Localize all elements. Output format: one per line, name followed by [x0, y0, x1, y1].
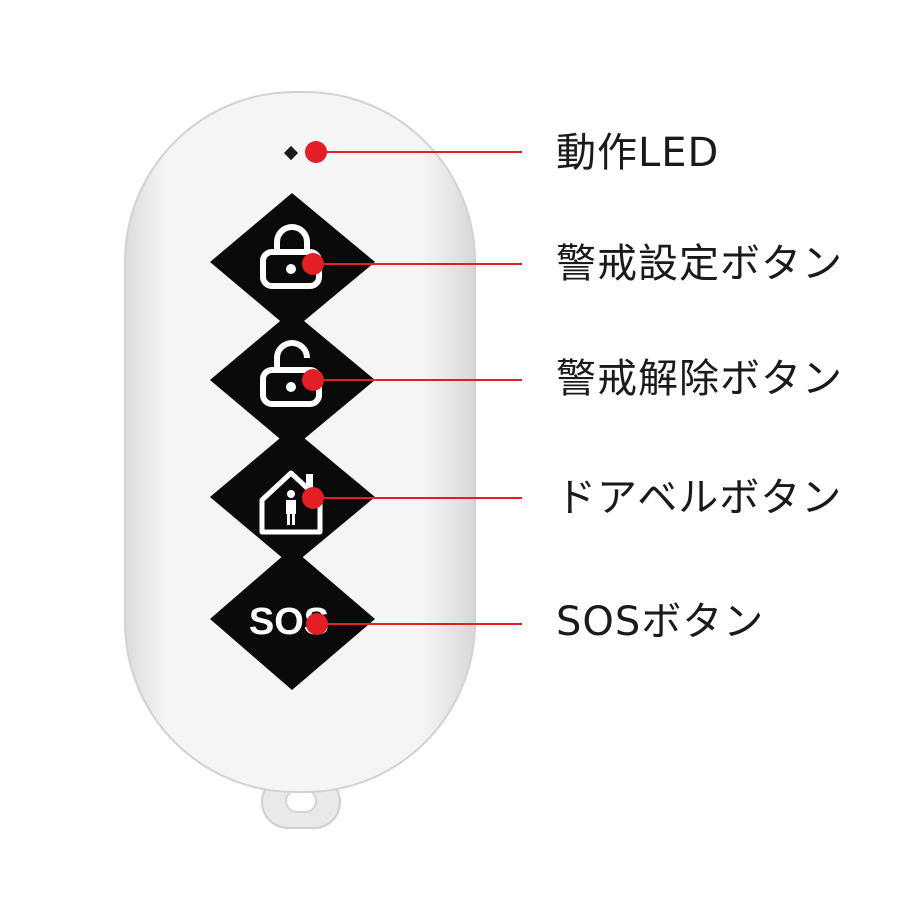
home-person-icon: [259, 470, 323, 535]
callout-doorbell: [302, 487, 522, 509]
led-indicator: [283, 145, 299, 161]
callout-arm: [302, 253, 522, 275]
doorbell-button[interactable]: [210, 428, 375, 566]
sos-button[interactable]: SOS: [210, 548, 375, 690]
label-disarm-button: 警戒解除ボタン: [556, 356, 843, 402]
label-sos-button: SOSボタン: [556, 599, 765, 645]
label-doorbell-button: ドアベルボタン: [556, 475, 843, 521]
callout-led: [305, 141, 522, 163]
label-led: 動作LED: [556, 130, 720, 176]
callout-sos: [306, 613, 522, 635]
callout-disarm: [302, 369, 522, 391]
label-arm-button: 警戒設定ボタン: [556, 241, 843, 287]
